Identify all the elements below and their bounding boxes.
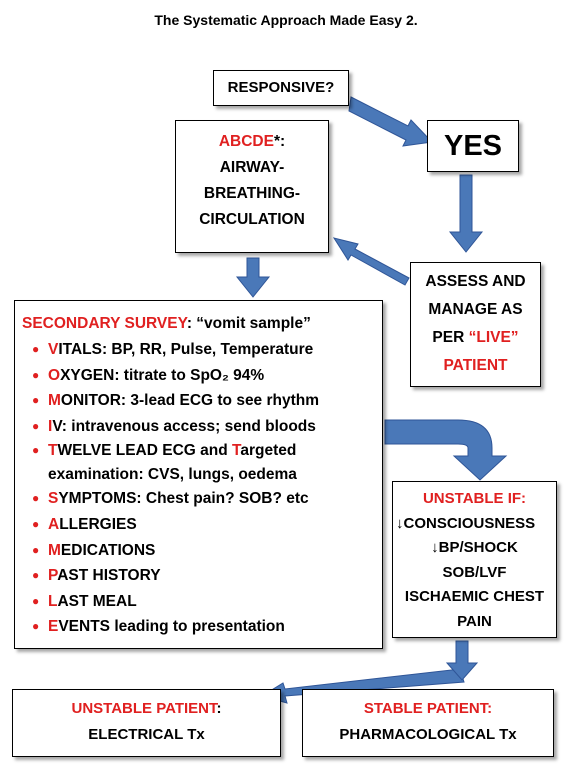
unstable-if-heading: UNSTABLE IF: (422, 490, 527, 507)
unstable-if-consciousness: ↓CONSCIOUSNESS (396, 514, 536, 532)
unstable-if-pain: PAIN (457, 612, 492, 630)
assess-line-1: ASSESS AND (425, 273, 526, 290)
list-item-iv: ●IV: intravenous access; send bloods (32, 417, 316, 435)
diagram-title: The Systematic Approach Made Easy 2. (154, 12, 418, 28)
unstable-patient-box: UNSTABLE PATIENT: ELECTRICAL Tx (12, 689, 281, 757)
responsive-label: RESPONSIVE? (227, 79, 335, 96)
secondary-survey-list: ●VITALS: BP, RR, Pulse, Temperature ●OXY… (22, 337, 376, 640)
unstable-if-ischaemic: ISCHAEMIC CHEST (404, 588, 545, 605)
yes-box: YES (427, 120, 519, 172)
abcde-label: ABCDE (218, 133, 274, 150)
list-item-allergies: ●ALLERGIES (32, 515, 137, 533)
stable-patient-box: STABLE PATIENT: PHARMACOLOGICAL Tx (302, 689, 554, 757)
assess-line-2: MANAGE AS (428, 301, 523, 318)
abcde-breathing: BREATHING- (203, 185, 301, 202)
abcde-airway: AIRWAY- (219, 159, 285, 176)
list-item-monitor: ●MONITOR: 3-lead ECG to see rhythm (32, 392, 320, 410)
list-item-symptoms: ●SYMPTOMS: Chest pain? SOB? etc (32, 490, 309, 508)
list-item-oxygen: ●OXYGEN: titrate to SpO₂ 94% (32, 366, 265, 384)
list-item-medications: ●MEDICATIONS (32, 541, 156, 559)
arrow-abcde-to-secondary (235, 257, 271, 298)
arrow-secondary-to-unstable-if (384, 419, 508, 481)
assess-box: ASSESS AND MANAGE AS PER “LIVE” PATIENT (410, 262, 541, 387)
unstable-patient-heading: UNSTABLE PATIENT: (13, 696, 280, 722)
secondary-survey-label: SECONDARY SURVEY (22, 315, 187, 332)
list-item-twelve-lead: ●TWELVE LEAD ECG and Targeted examinatio… (32, 442, 297, 483)
yes-label: YES (443, 130, 503, 162)
unstable-if-sob-lvf: SOB/LVF (442, 563, 507, 581)
unstable-patient-label: UNSTABLE PATIENT (71, 700, 217, 717)
arrow-yes-to-assess (448, 174, 484, 253)
assess-line-3: PER “LIVE” (411, 324, 540, 352)
secondary-survey-mnemonic: : “vomit sample” (186, 315, 311, 332)
responsive-box: RESPONSIVE? (213, 70, 349, 106)
stable-patient-label: STABLE PATIENT: (363, 700, 493, 717)
abcde-heading: ABCDE*: (176, 129, 328, 155)
list-item-last-meal: ●LAST MEAL (32, 592, 137, 610)
list-item-past-history: ●PAST HISTORY (32, 567, 161, 585)
unstable-if-box: UNSTABLE IF: ↓CONSCIOUSNESS ↓BP/SHOCK SO… (392, 481, 557, 638)
abcde-box: ABCDE*: AIRWAY- BREATHING- CIRCULATION (175, 120, 329, 253)
arrow-responsive-to-yes (348, 96, 434, 147)
assess-patient: PATIENT (443, 357, 508, 374)
list-item-events: ●EVENTS leading to presentation (32, 618, 285, 636)
assess-per: PER (432, 329, 469, 346)
abcde-circulation: CIRCULATION (199, 211, 305, 228)
secondary-survey-box: SECONDARY SURVEY: “vomit sample” ●VITALS… (14, 300, 383, 649)
unstable-patient-suffix: : (216, 700, 222, 717)
secondary-survey-heading: SECONDARY SURVEY: “vomit sample” (22, 310, 376, 337)
abcde-suffix: *: (273, 133, 286, 150)
arrow-to-stable-patient (445, 640, 479, 681)
unstable-patient-treatment: ELECTRICAL Tx (88, 726, 205, 743)
stable-patient-treatment: PHARMACOLOGICAL Tx (339, 726, 517, 743)
unstable-if-bp-shock: ↓BP/SHOCK (431, 539, 518, 556)
list-item-vitals: ●VITALS: BP, RR, Pulse, Temperature (32, 341, 314, 358)
assess-live: “LIVE” (468, 329, 519, 346)
arrow-assess-to-abcde (332, 237, 410, 286)
